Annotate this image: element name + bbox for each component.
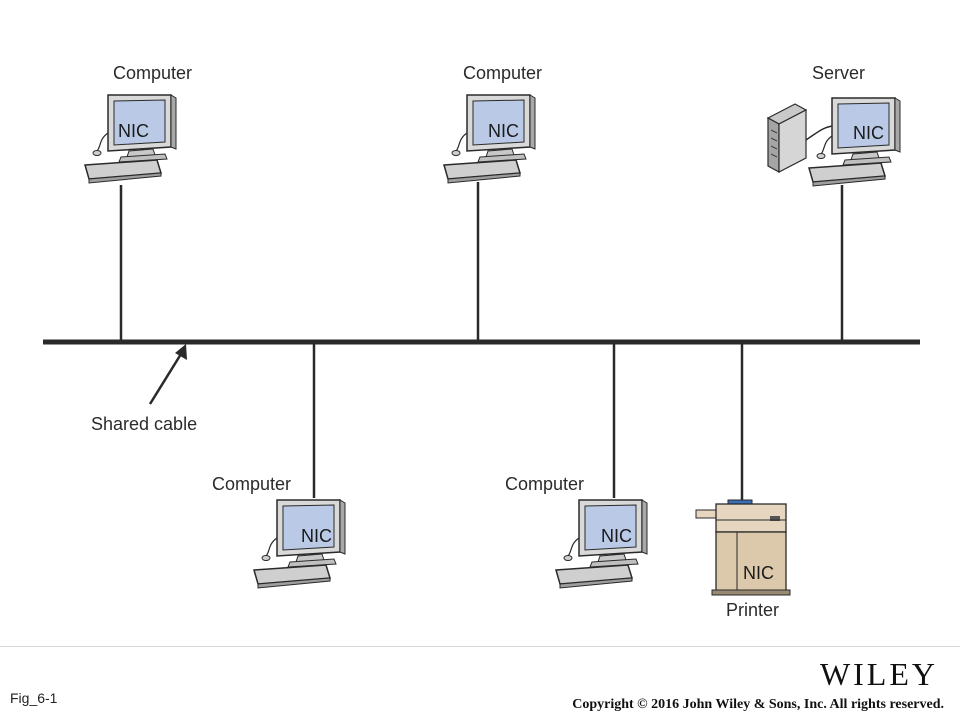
footer-divider bbox=[0, 646, 960, 647]
node-label: Server bbox=[812, 63, 865, 83]
server-node: Server NIC bbox=[766, 63, 901, 187]
figure-label: Fig_6-1 bbox=[10, 690, 58, 706]
nic-label: NIC bbox=[301, 526, 332, 546]
publisher-logo: WILEY bbox=[819, 656, 938, 692]
nic-label: NIC bbox=[601, 526, 632, 546]
node-label: Computer bbox=[505, 474, 584, 494]
computer-node: Computer NIC bbox=[212, 474, 346, 589]
node-label: Printer bbox=[726, 600, 779, 620]
node-label: Computer bbox=[212, 474, 291, 494]
printer-node: NIC Printer bbox=[695, 499, 791, 620]
server-tower-icon bbox=[766, 103, 833, 174]
nic-label: NIC bbox=[853, 123, 884, 143]
copyright-notice: Copyright © 2016 John Wiley & Sons, Inc.… bbox=[572, 697, 944, 712]
printer-icon bbox=[695, 499, 791, 596]
node-label: Computer bbox=[113, 63, 192, 83]
shared-cable-label: Shared cable bbox=[91, 414, 197, 434]
node-label: Computer bbox=[463, 63, 542, 83]
computer-node: Computer NIC bbox=[505, 474, 648, 589]
nic-label: NIC bbox=[118, 121, 149, 141]
computer-node: Computer NIC bbox=[84, 63, 192, 184]
computer-node: Computer NIC bbox=[443, 63, 542, 184]
nic-label: NIC bbox=[488, 121, 519, 141]
nic-label: NIC bbox=[743, 563, 774, 583]
shared-cable-arrow bbox=[148, 344, 187, 405]
